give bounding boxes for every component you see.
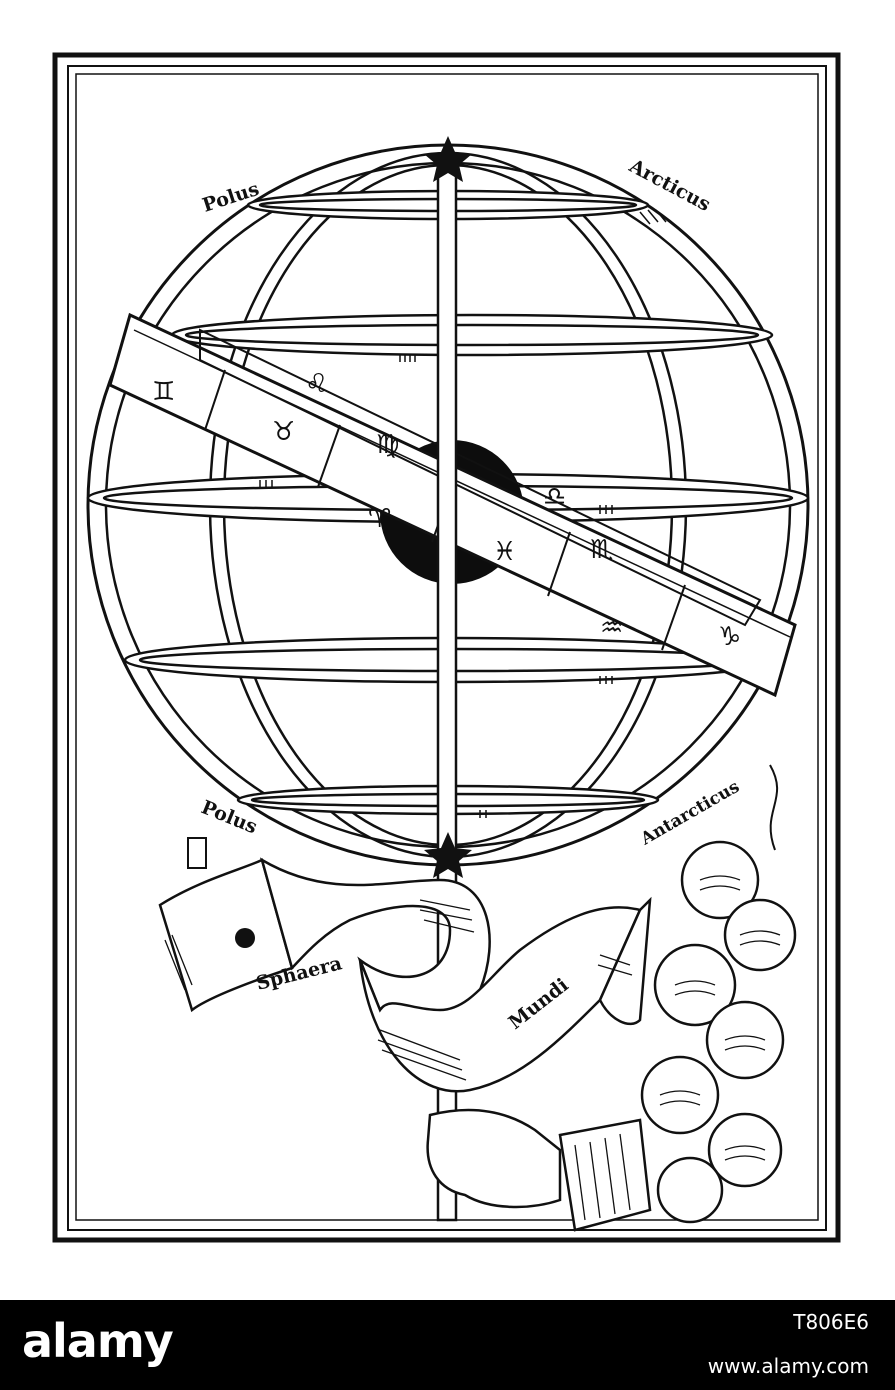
zodiac-signs: ♊ ♌ ♉ ♍ ♈ ♓ ♎ ♏ ♒ ♑ xyxy=(152,369,741,652)
banner-scroll xyxy=(158,857,652,1093)
zodiac-sign: ♏ xyxy=(590,535,613,565)
north-star-icon xyxy=(424,136,472,182)
zodiac-sign: ♈ xyxy=(368,504,391,534)
zodiac-sign: ♊ xyxy=(152,377,175,407)
zodiac-sign: ♌ xyxy=(305,369,328,399)
zodiac-sign: ♑ xyxy=(718,622,741,652)
label-polus-top: Polus xyxy=(200,178,262,217)
banner-hatching xyxy=(164,899,633,1081)
watermark-image-code: T806E6 xyxy=(793,1310,869,1334)
zodiac-sign: ♓ xyxy=(493,537,516,567)
hand-and-sleeve xyxy=(426,1108,652,1232)
zodiac-sign: ♒ xyxy=(600,613,623,643)
label-antarcticus: Antarcticus xyxy=(637,777,743,850)
sleeve-hatching xyxy=(574,1133,631,1221)
watermark-brand: alamy xyxy=(22,1314,174,1368)
cloud-hatching xyxy=(659,875,781,1161)
watermark-url: www.alamy.com xyxy=(707,1354,869,1378)
ribbon-streamer xyxy=(769,764,779,851)
zodiac-sign: ♉ xyxy=(272,417,295,447)
ring-hatching xyxy=(259,209,667,818)
scroll-curl xyxy=(235,928,255,948)
candle-flame xyxy=(187,837,207,869)
zodiac-sign: ♍ xyxy=(376,430,399,460)
south-star-icon xyxy=(424,832,472,878)
watermark-footer: alamy T806E6 www.alamy.com xyxy=(0,1300,895,1390)
zodiac-sign: ♎ xyxy=(543,482,566,512)
clouds xyxy=(640,840,797,1224)
armillary-sphere-woodcut: ♊ ♌ ♉ ♍ ♈ ♓ ♎ ♏ ♒ ♑ xyxy=(52,52,841,1243)
